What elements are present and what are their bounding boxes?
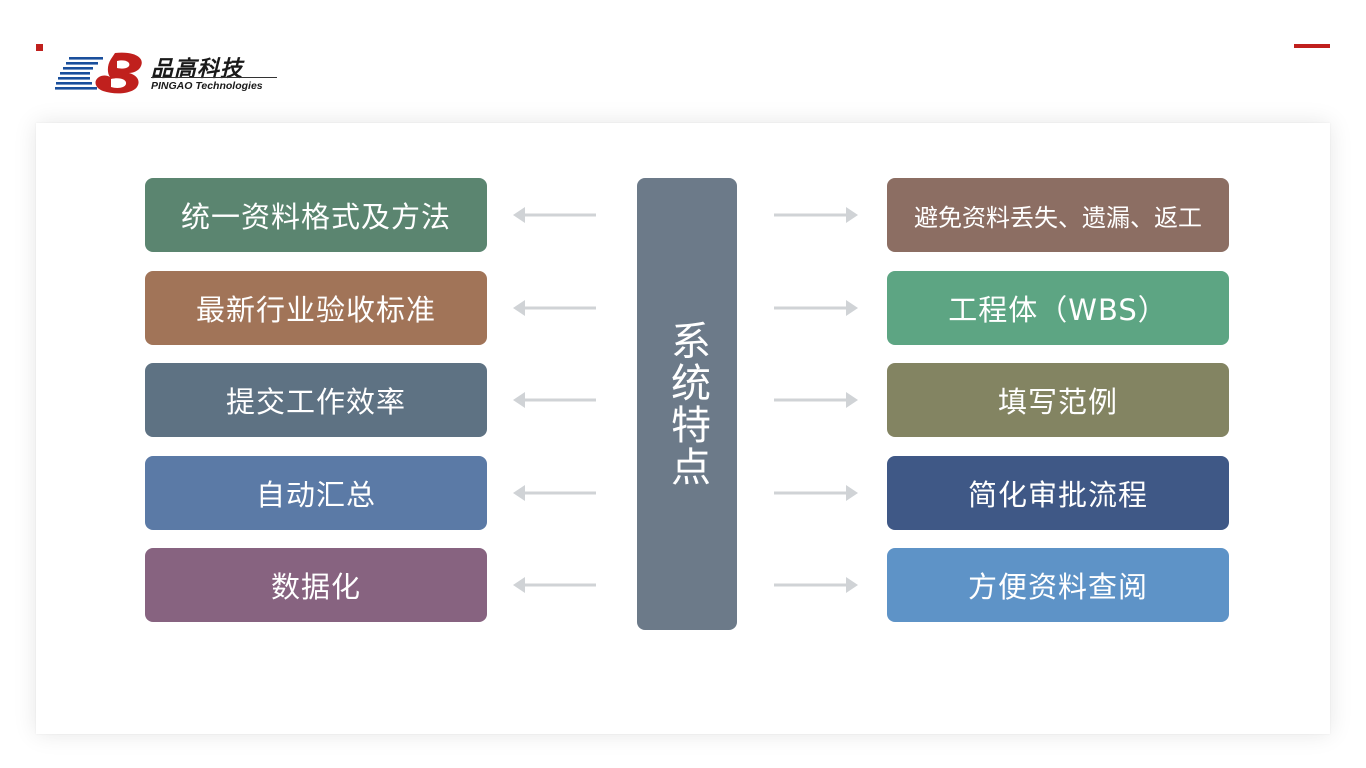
left-feature-box-3: 提交工作效率 <box>145 363 487 437</box>
brand-name-en: PINGAO Technologies <box>151 80 263 92</box>
pingao-logo-icon <box>55 52 142 94</box>
brand-divider <box>151 77 277 78</box>
right-feature-box-4: 简化审批流程 <box>887 456 1229 530</box>
company-logo: 品高科技 PINGAO Technologies <box>55 49 285 95</box>
top-right-accent-bar <box>1294 44 1330 48</box>
right-feature-box-3: 填写范例 <box>887 363 1229 437</box>
center-title: 系统特点 <box>664 320 710 488</box>
left-feature-box-2: 最新行业验收标准 <box>145 271 487 345</box>
left-feature-box-5: 数据化 <box>145 548 487 622</box>
right-feature-box-5: 方便资料查阅 <box>887 548 1229 622</box>
left-feature-box-4: 自动汇总 <box>145 456 487 530</box>
left-feature-box-1: 统一资料格式及方法 <box>145 178 487 252</box>
right-feature-box-2: 工程体（WBS） <box>887 271 1229 345</box>
corner-accent-mark <box>36 44 43 51</box>
brand-name-cn: 品高科技 <box>151 57 244 82</box>
center-system-features-box: 系统特点 <box>637 178 737 630</box>
right-feature-box-1: 避免资料丢失、遗漏、返工 <box>887 178 1229 252</box>
